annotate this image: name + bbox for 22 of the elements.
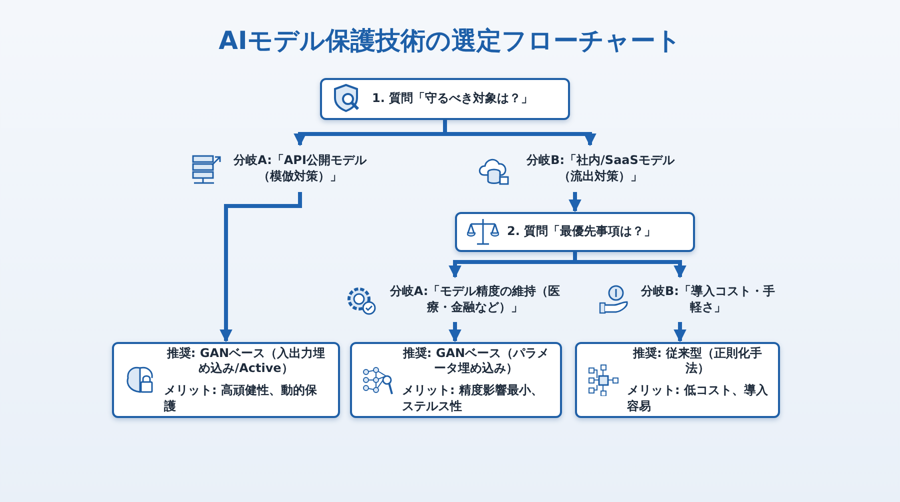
merit-text: メリット: 高頑健性、動的保護 [164, 383, 318, 414]
question-box [320, 78, 570, 120]
box-heading: 2. 質問「最優先事項は？」 [507, 224, 658, 240]
box-heading: 1. 質問「守るべき対象は？」 [372, 91, 534, 107]
recommendation-box [575, 342, 780, 418]
box-heading: 推奨: 従来型（正則化手法） [632, 346, 763, 377]
branch-text: 分岐B:「社内/SaaSモデル（流出対策）」 [525, 153, 676, 185]
arrow [220, 192, 302, 342]
box-heading: 推奨: GANベース（パラメータ埋め込み） [402, 346, 550, 377]
branch-text: 分岐B:「導入コスト・手軽さ」 [640, 284, 776, 316]
arrow [448, 322, 462, 342]
question-box [455, 212, 695, 252]
arrow [674, 322, 686, 342]
title: AIモデル保護技術の選定フローチャート [218, 25, 682, 57]
branch-text: 分岐A:「モデル精度の維持（医療・金融など）」 [388, 284, 562, 316]
box-heading: 推奨: GANベース（入出力埋め込み/Active） [166, 346, 326, 377]
recommendation-box [350, 342, 562, 418]
merit-text: メリット: 低コスト、導入容易 [627, 383, 768, 414]
recommendation-box [112, 342, 340, 418]
arrow [568, 192, 582, 212]
merit-text: メリット: 精度影響最小、ステルス性 [402, 383, 544, 414]
branch-text: 分岐A:「API公開モデル（模倣対策）」 [232, 153, 368, 185]
